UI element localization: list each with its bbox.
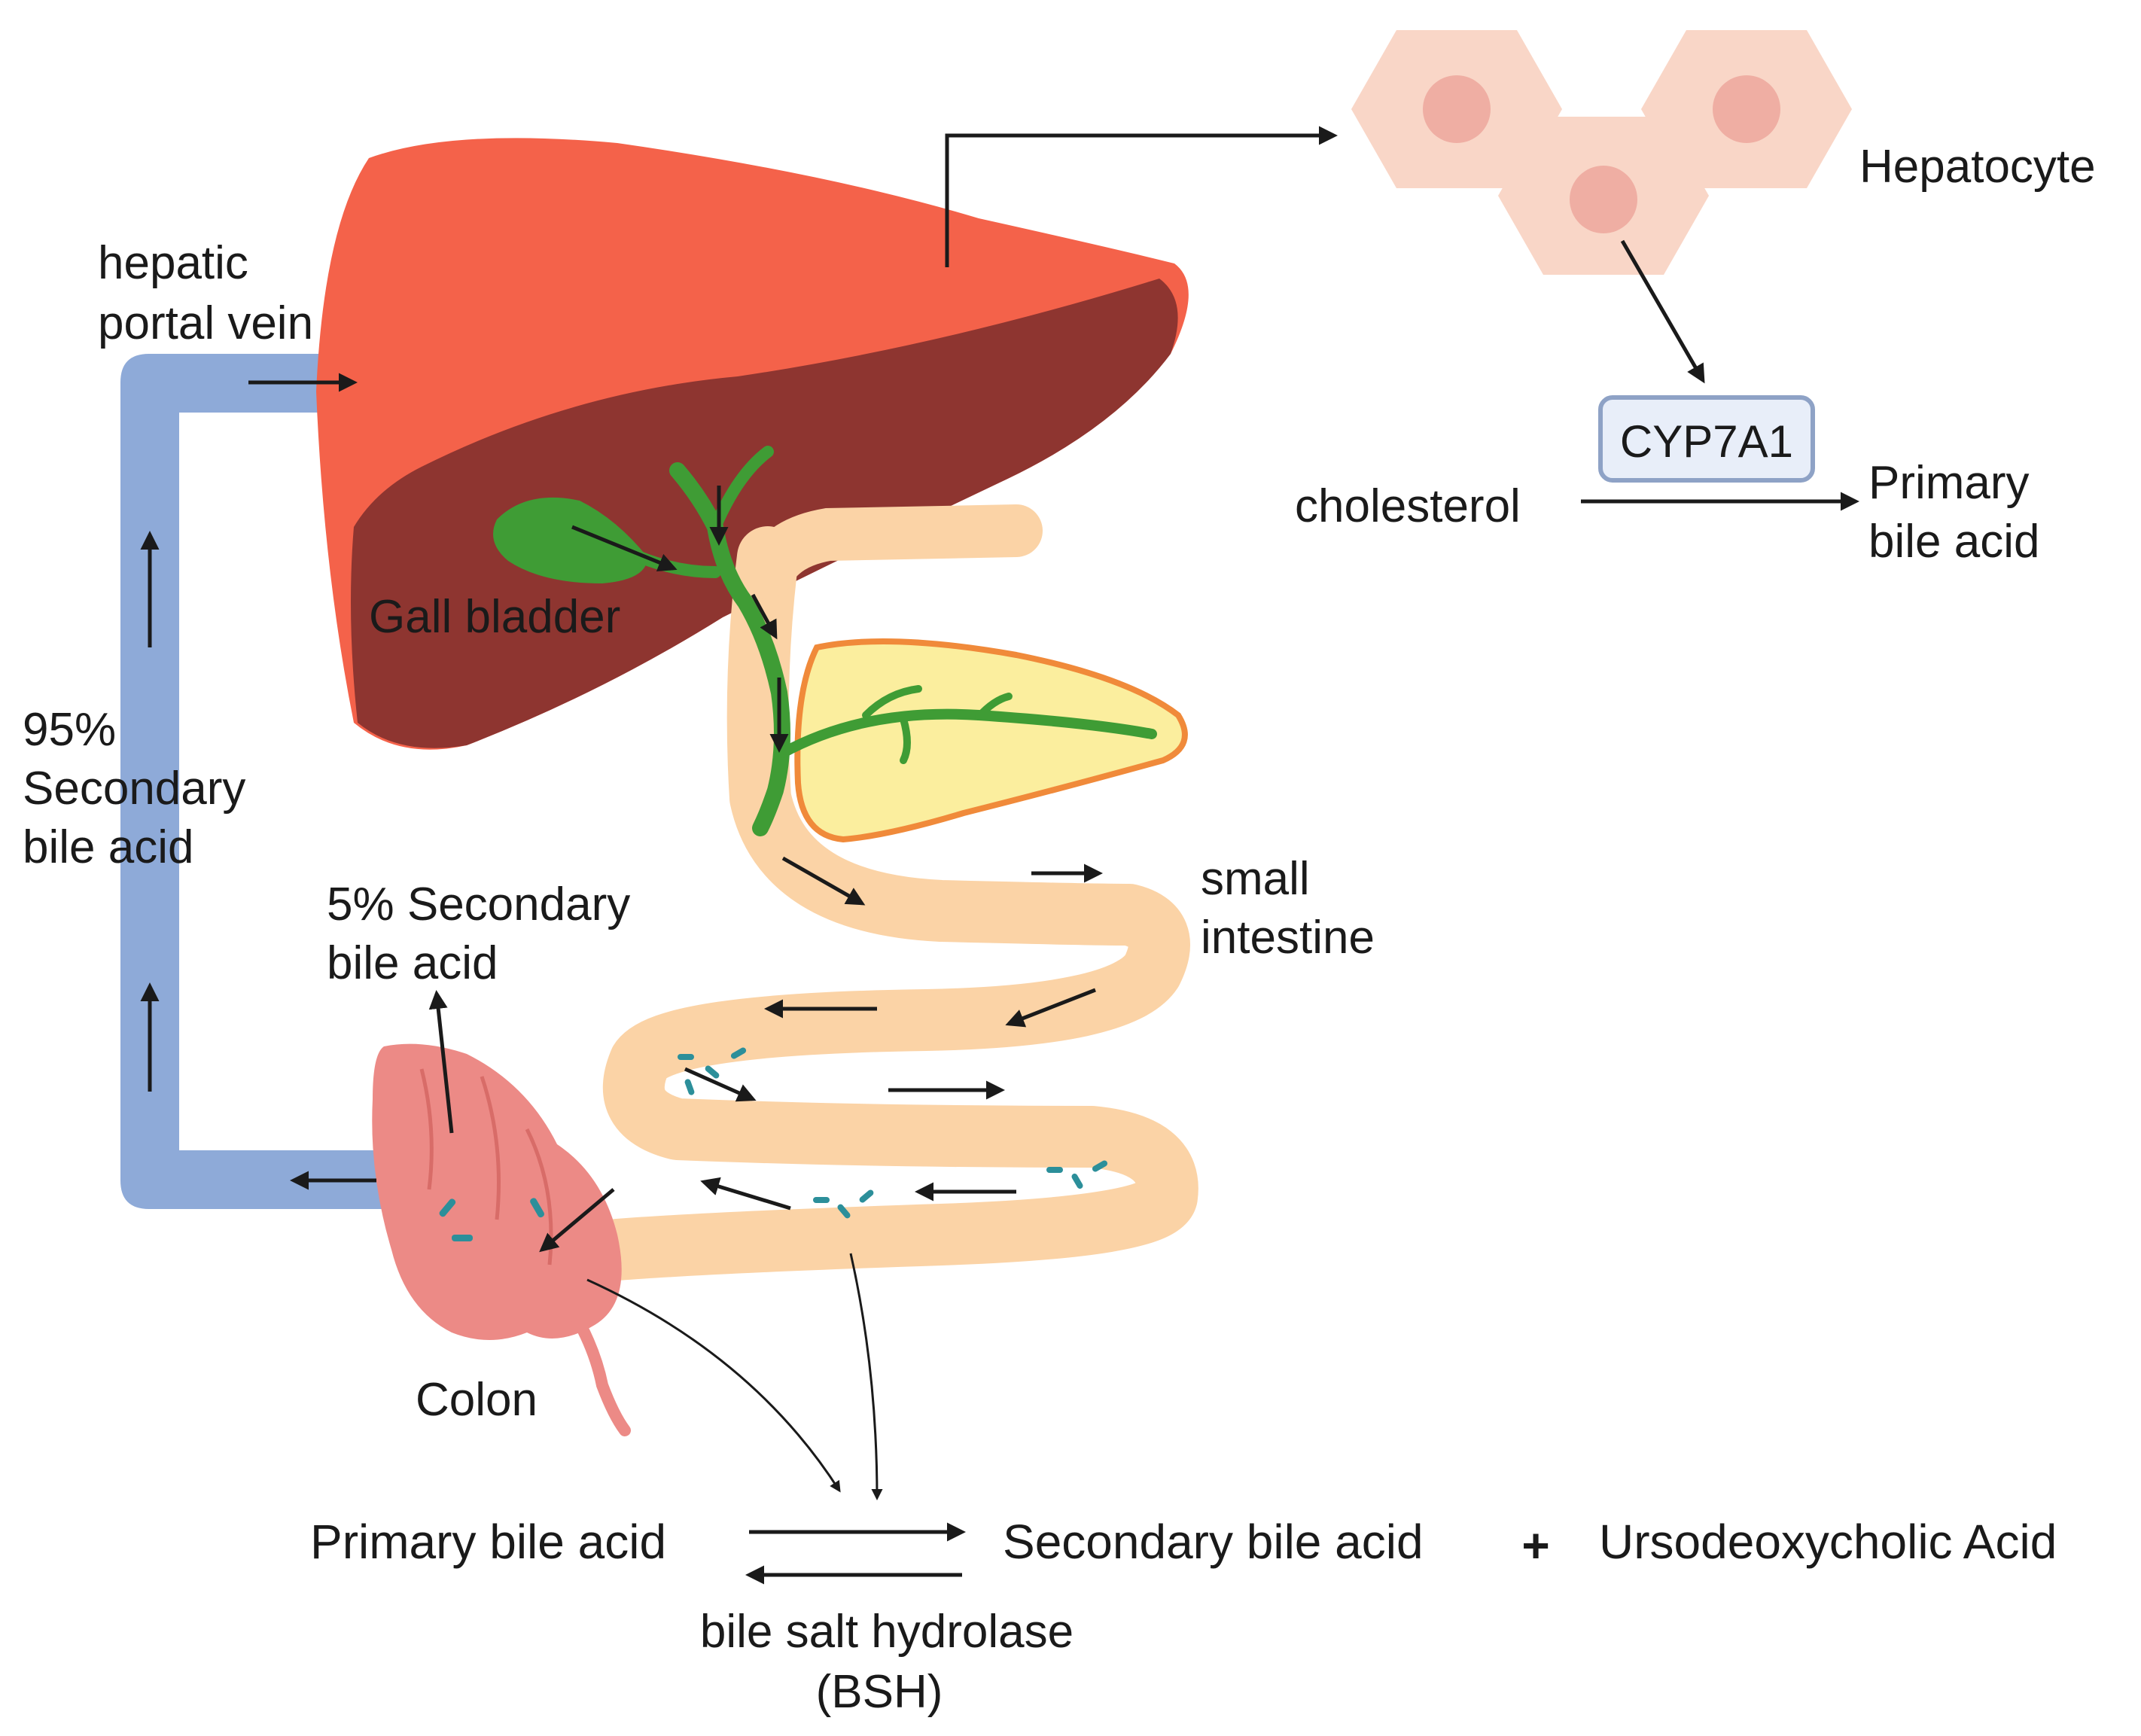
labels: hepatic portal vein Gall bladder 95% Sec… [23,141,2096,1718]
small-intestine-label-line1: small [1201,853,1310,905]
small-intestine [586,504,1198,1281]
hepatic-portal-vein-shape [120,354,407,1209]
hepatocyte-label: Hepatocyte [1859,141,2096,193]
hepatic-portal-vein-label-line1: hepatic [98,237,248,289]
bsh-label-line2: (BSH) [816,1666,943,1718]
plus-sign: + [1521,1518,1549,1573]
cyp7a1-label: CYP7A1 [1620,416,1793,467]
liver [316,138,1189,750]
cyp7a1-box: CYP7A1 [1598,395,1815,483]
pancreas [794,638,1188,843]
bsh-label-line1: bile salt hydrolase [700,1606,1074,1658]
hepatocyte-cells [1351,30,1852,275]
hepatic-portal-vein-label-line2: portal vein [98,297,313,349]
colon-label: Colon [416,1374,538,1426]
secondary-95-label-line1: 95% [23,704,116,756]
primary-bile-acid-top-line1: Primary [1868,457,2030,509]
small-intestine-label-line2: intestine [1201,912,1375,964]
secondary-95-label-line2: Secondary [23,763,245,815]
colon [372,1043,631,1436]
primary-bile-acid-top-line2: bile acid [1868,516,2039,568]
secondary-5-label-line2: bile acid [327,937,498,989]
udca-label: Ursodeoxycholic Acid [1599,1515,2057,1569]
secondary-5-label-line1: 5% Secondary [327,879,630,930]
cholesterol-label: cholesterol [1295,480,1521,532]
primary-bile-acid-label: Primary bile acid [310,1515,666,1569]
bacteria [439,1047,1108,1241]
gall-bladder [493,446,1157,836]
secondary-bile-acid-label: Secondary bile acid [1003,1515,1424,1569]
gall-bladder-label: Gall bladder [369,591,620,643]
arrows [140,126,1859,1585]
secondary-95-label-line3: bile acid [23,821,193,873]
